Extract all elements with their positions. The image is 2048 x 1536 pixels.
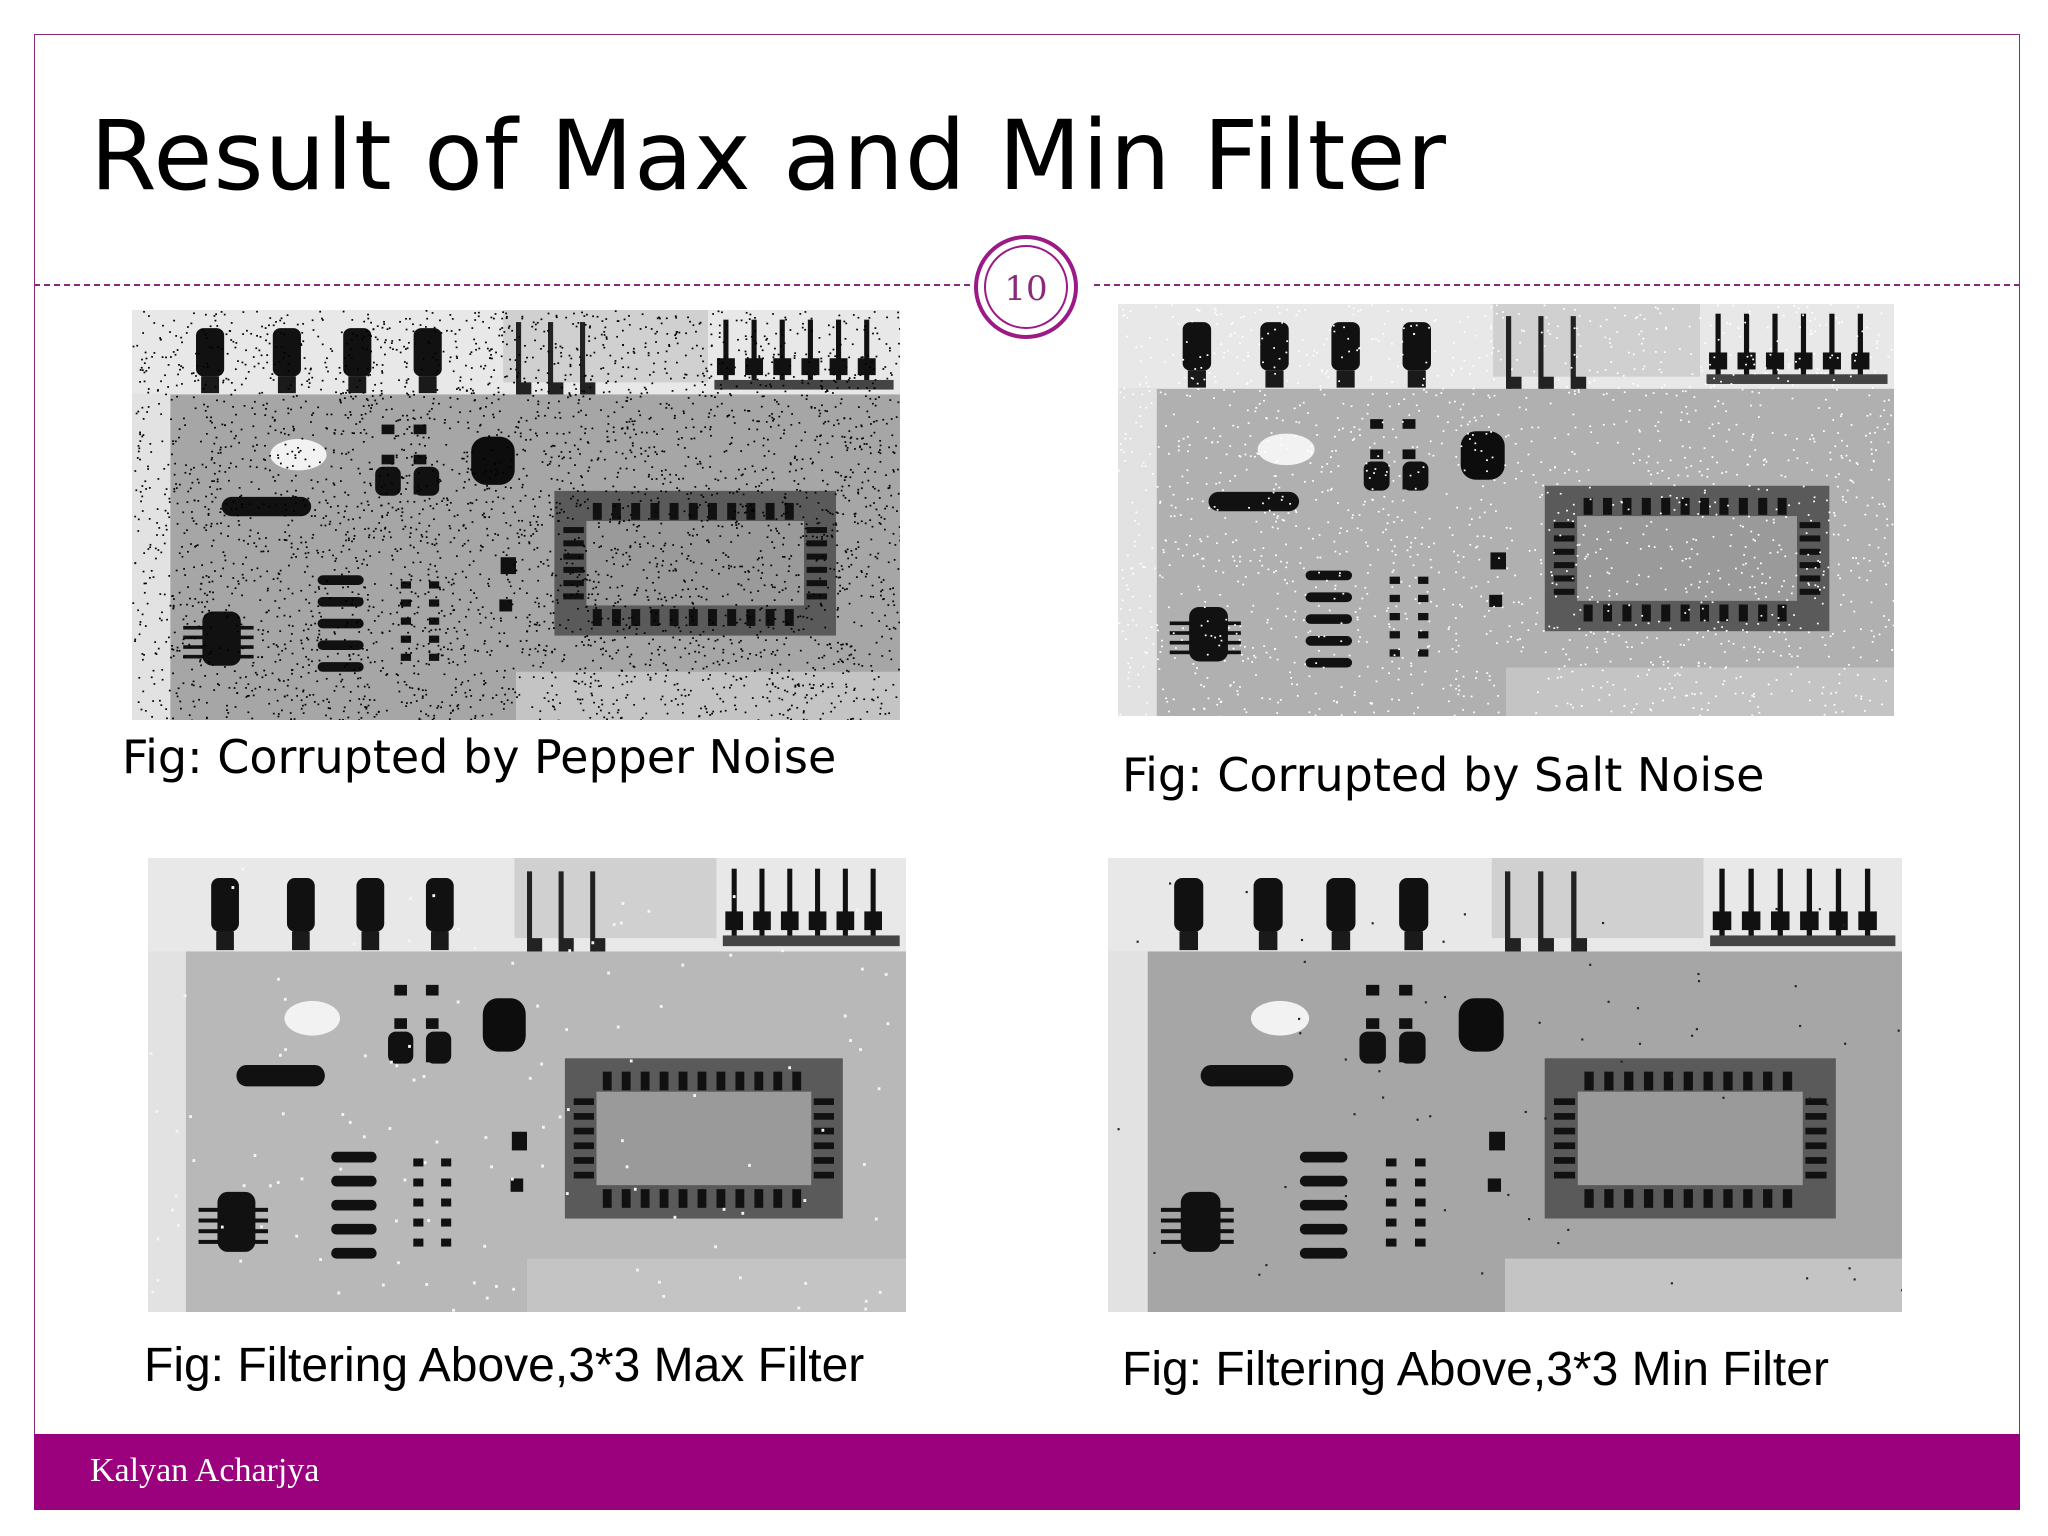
min-filter-caption: Fig: Filtering Above,3*3 Min Filter (1122, 1343, 1829, 1396)
circuit-board-xray (1118, 304, 1894, 716)
footer-bar: Kalyan Acharjya (34, 1434, 2020, 1510)
header-divider-right (1094, 284, 2020, 286)
max-filter-caption: Fig: Filtering Above,3*3 Max Filter (144, 1339, 865, 1392)
min-filter-image (1108, 858, 1902, 1312)
circuit-board-xray (1108, 858, 1902, 1312)
circuit-board-xray (148, 858, 906, 1312)
salt-noise-caption: Fig: Corrupted by Salt Noise (1122, 748, 1765, 802)
pepper-noise-image (132, 310, 900, 720)
slide-number: 10 (1004, 269, 1048, 309)
header-divider-left (34, 284, 970, 286)
slide-number-badge: 10 (974, 235, 1078, 339)
slide-title: Result of Max and Min Filter (90, 100, 1447, 212)
salt-noise-image (1118, 304, 1894, 716)
max-filter-image (148, 858, 906, 1312)
circuit-board-xray (132, 310, 900, 720)
footer-author: Kalyan Acharjya (90, 1452, 320, 1489)
pepper-noise-caption: Fig: Corrupted by Pepper Noise (122, 730, 837, 784)
